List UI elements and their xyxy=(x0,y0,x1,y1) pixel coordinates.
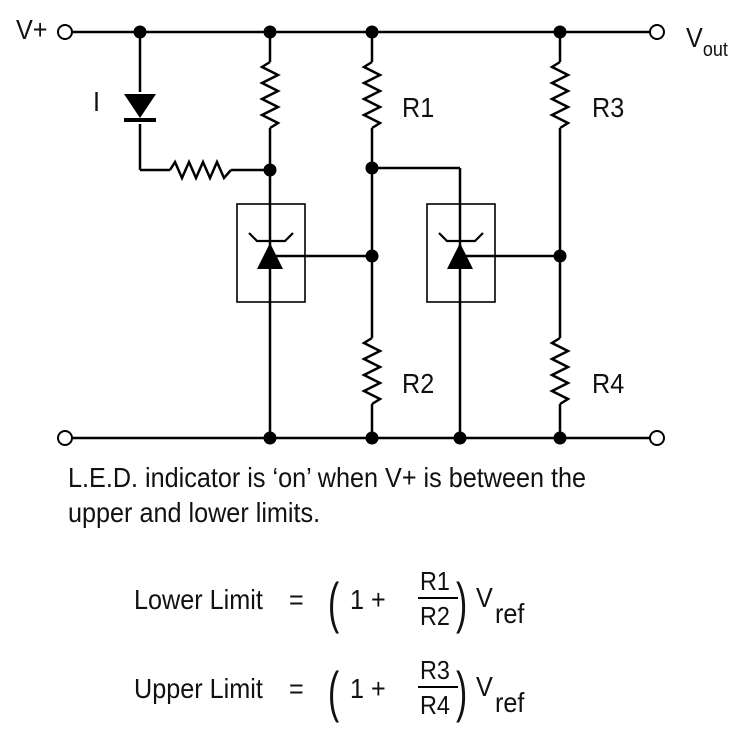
r1-label: R1 xyxy=(402,92,435,123)
junction-dot xyxy=(553,431,567,445)
junction-dot xyxy=(263,25,277,39)
caption: L.E.D. indicator is ‘on’ when V+ is betw… xyxy=(68,460,586,530)
junction-dot xyxy=(365,161,379,175)
upper-one-plus: 1 + xyxy=(350,673,386,704)
upper-fraction-bar xyxy=(418,686,458,688)
upper-v: V xyxy=(476,671,493,702)
resistor-r3 xyxy=(549,60,571,130)
resistor-r4 xyxy=(549,336,571,406)
junction-dot xyxy=(553,25,567,39)
reg1-zener-bar xyxy=(248,232,294,243)
junction-dot xyxy=(453,431,467,445)
pullup-resistor xyxy=(259,60,281,130)
upper-paren-right: ) xyxy=(456,660,468,723)
lower-v-subscript: ref xyxy=(495,598,525,629)
junction-dot xyxy=(553,249,567,263)
vout-label: Vout xyxy=(686,22,728,61)
vout-terminal xyxy=(649,24,665,40)
shunt-regulator-1-box xyxy=(236,203,306,303)
reg1-triangle xyxy=(257,243,283,269)
lower-one-plus: 1 + xyxy=(350,584,386,615)
vplus-label: V+ xyxy=(16,14,48,45)
resistor-r2 xyxy=(361,336,383,406)
lower-paren-right: ) xyxy=(456,571,468,634)
caption-line-2: upper and lower limits. xyxy=(68,497,321,528)
junction-dot xyxy=(133,25,147,39)
lower-equals: = xyxy=(289,584,304,615)
junction-dot xyxy=(365,25,379,39)
lower-limit-label: Lower Limit xyxy=(134,584,263,615)
led-diode-triangle xyxy=(124,94,156,118)
vplus-terminal xyxy=(57,24,73,40)
vout-subscript: out xyxy=(702,39,728,61)
reg2-triangle xyxy=(447,243,473,269)
junction-dot xyxy=(365,431,379,445)
upper-limit-label: Upper Limit xyxy=(134,673,263,704)
upper-equals: = xyxy=(289,673,304,704)
current-label: I xyxy=(93,86,101,117)
caption-line-1: L.E.D. indicator is ‘on’ when V+ is betw… xyxy=(68,462,587,493)
upper-denominator: R4 xyxy=(420,690,450,720)
junction-dot xyxy=(365,249,379,263)
lower-denominator: R2 xyxy=(420,601,450,631)
ground-terminal-right xyxy=(649,430,665,446)
upper-v-subscript: ref xyxy=(495,687,525,718)
led-diode-bar xyxy=(124,118,156,122)
lower-paren-left: ( xyxy=(328,571,340,634)
vout-v: V xyxy=(686,22,703,53)
junction-dot xyxy=(263,431,277,445)
ground-terminal-left xyxy=(57,430,73,446)
led-series-resistor xyxy=(168,158,232,182)
r2-label: R2 xyxy=(402,368,435,399)
r3-label: R3 xyxy=(592,92,625,123)
shunt-regulator-2-box xyxy=(426,203,496,303)
resistor-r1 xyxy=(361,60,383,130)
upper-numerator: R3 xyxy=(420,655,450,685)
lower-numerator: R1 xyxy=(420,566,450,596)
r4-label: R4 xyxy=(592,368,625,399)
junction-dot xyxy=(263,163,277,177)
upper-paren-left: ( xyxy=(328,660,340,723)
lower-fraction-bar xyxy=(418,597,458,599)
lower-v: V xyxy=(476,582,493,613)
reg2-zener-bar xyxy=(438,232,484,243)
